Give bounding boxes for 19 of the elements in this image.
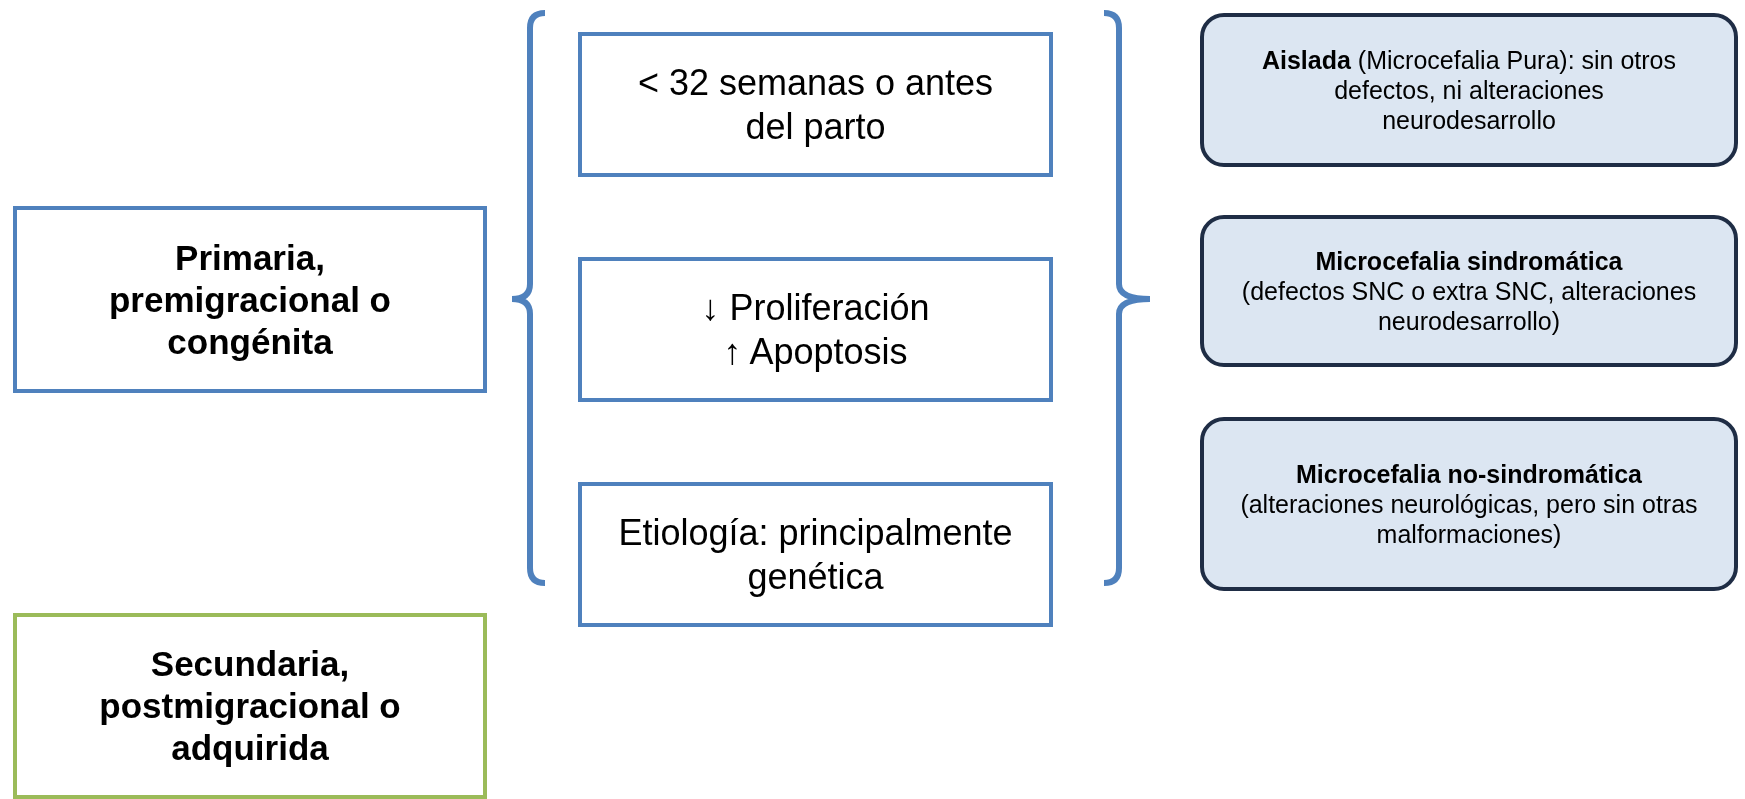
rounded-box	[1200, 215, 1738, 367]
process-box	[578, 32, 1053, 177]
box-text: Etiología: principalmente genética	[617, 511, 1014, 598]
process-box	[578, 482, 1053, 627]
box-text: Microcefalia sindromática	[1315, 246, 1623, 276]
process-box	[13, 206, 487, 393]
box-text: Microcefalia no-sindromática	[1296, 459, 1642, 489]
process-box	[578, 257, 1053, 402]
box-text: Secundaria, postmigracional o adquirida	[98, 643, 402, 769]
box-text: ↑ Apoptosis	[723, 329, 908, 373]
rounded-box	[1200, 13, 1738, 167]
rounded-box	[1200, 417, 1738, 591]
box-text: Aislada (Microcefalia Pura): sin otros defectos, ni alteraciones neurodesarrollo	[1260, 45, 1677, 135]
box-text: Primaria, premigracional o congénita	[108, 236, 392, 363]
box-text: ↓ Proliferación	[701, 286, 930, 330]
process-box	[13, 613, 487, 799]
box-text: < 32 semanas o antes del parto	[636, 61, 995, 148]
box-text: (defectos SNC o extra SNC, alteraciones neurodesarrollo)	[1240, 276, 1698, 336]
box-text: (alteraciones neurológicas, pero sin otras malformaciones)	[1239, 489, 1699, 549]
